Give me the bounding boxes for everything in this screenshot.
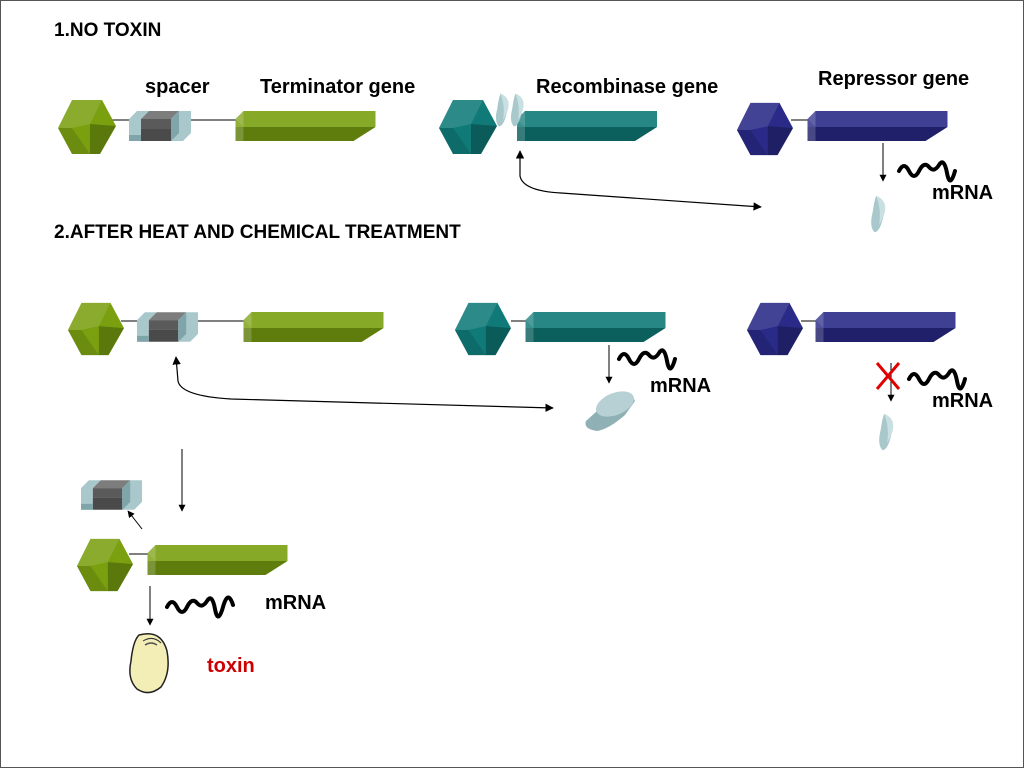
curved-arrow xyxy=(515,150,762,211)
mrna-squiggle xyxy=(165,595,235,619)
section-title-after-treatment: 2.AFTER HEAT AND CHEMICAL TREATMENT xyxy=(54,222,461,243)
promoter-hexagon xyxy=(58,100,116,154)
label-mrna: mRNA xyxy=(932,390,994,412)
active-terminator-construct xyxy=(76,538,288,592)
seed-icon xyxy=(129,633,169,694)
label-mrna: mRNA xyxy=(650,375,712,397)
curved-arrow xyxy=(172,356,554,412)
recombinase-gene-bar xyxy=(517,111,657,141)
spacer-block xyxy=(137,312,199,342)
label-repressor-gene: Repressor gene xyxy=(818,68,970,90)
promoter-hexagon xyxy=(439,100,497,154)
repressor-construct-row2 xyxy=(746,302,956,356)
label-recombinase-gene: Recombinase gene xyxy=(536,76,719,98)
repressor-gene-bar xyxy=(815,312,956,342)
label-terminator-gene: Terminator gene xyxy=(260,76,416,98)
promoter-hexagon xyxy=(454,302,511,356)
mrna-squiggle xyxy=(907,368,967,391)
repressor-protein xyxy=(879,413,894,451)
mrna-squiggle xyxy=(617,348,677,371)
terminator-construct-row1 xyxy=(58,100,376,154)
promoter-hexagon xyxy=(736,102,793,156)
terminator-gene-bar xyxy=(243,312,384,342)
spacer-block xyxy=(129,111,191,141)
mrna-squiggle xyxy=(897,160,957,183)
repressor-protein xyxy=(871,195,886,233)
recombinase-construct-row2 xyxy=(454,302,666,356)
blocked-cross-icon xyxy=(875,362,901,390)
repressor-construct-row1 xyxy=(736,102,948,156)
promoter-hexagon xyxy=(76,538,133,592)
label-mrna: mRNA xyxy=(932,182,994,204)
recombinase-gene-bar xyxy=(525,312,666,342)
recombinase-construct-row1 xyxy=(439,93,657,154)
excision-arrow xyxy=(127,510,143,530)
recombinase-protein xyxy=(585,391,635,431)
excised-spacer-block xyxy=(81,480,143,510)
repressor-gene-bar xyxy=(807,111,948,141)
terminator-gene-bar xyxy=(235,111,376,141)
repressor-protein-bound xyxy=(495,93,509,127)
label-toxin: toxin xyxy=(207,655,255,677)
terminator-construct-row2 xyxy=(67,302,384,356)
promoter-hexagon xyxy=(746,302,803,356)
label-mrna: mRNA xyxy=(265,592,327,614)
label-spacer: spacer xyxy=(145,76,210,98)
promoter-hexagon xyxy=(67,302,124,356)
terminator-gene-bar xyxy=(147,545,288,575)
section-title-no-toxin: 1.NO TOXIN xyxy=(54,20,162,41)
